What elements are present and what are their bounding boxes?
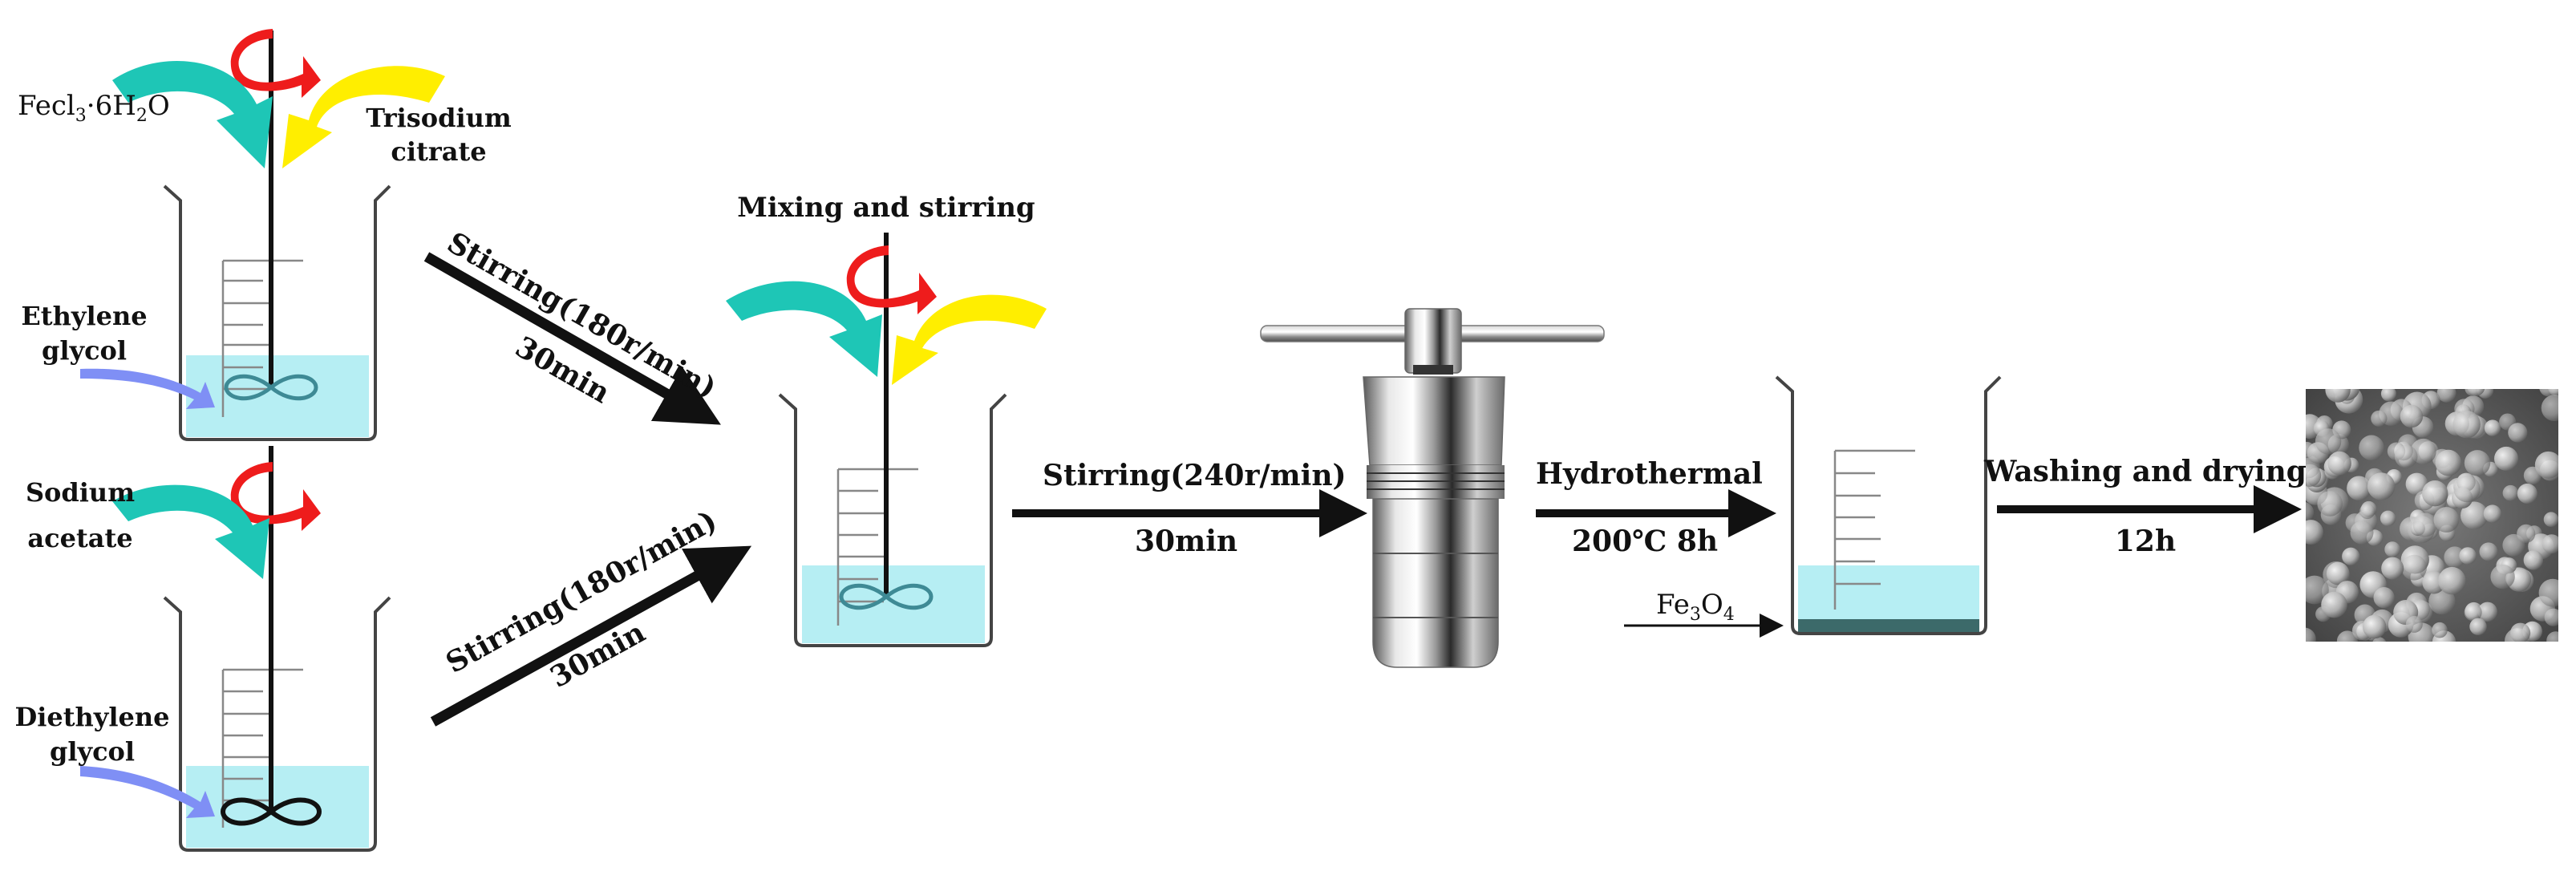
- nanoparticle: [2400, 405, 2423, 427]
- nanoparticle: [2480, 542, 2498, 561]
- label-glycol-1: glycol: [42, 335, 127, 366]
- nanoparticle: [2325, 377, 2350, 402]
- label-30min-240: 30min: [1135, 525, 1237, 558]
- nanoparticle: [2542, 534, 2562, 553]
- label-sodium: Sodium: [26, 477, 135, 508]
- nanoparticle: [2484, 504, 2501, 522]
- liquid-product: [1798, 565, 1979, 620]
- nanoparticle: [2434, 507, 2460, 533]
- nanoparticle: [2363, 615, 2386, 638]
- nanoparticle: [2371, 411, 2387, 427]
- beaker-product: [1776, 377, 2000, 634]
- label-mixing-and-stirring: Mixing and stirring: [737, 192, 1035, 224]
- nanoparticle: [2510, 623, 2530, 643]
- nanoparticle: [2359, 435, 2384, 460]
- label-12h: 12h: [2115, 525, 2176, 558]
- nanoparticle: [2524, 550, 2543, 569]
- label-acetate: acetate: [27, 523, 132, 553]
- nanoparticle: [2342, 548, 2359, 565]
- nanoparticle: [2432, 622, 2448, 638]
- label-trisodium: Trisodium: [366, 103, 512, 133]
- nanoparticle: [2293, 628, 2316, 651]
- sem-micrograph-image: [2293, 374, 2568, 654]
- nanoparticle: [2517, 484, 2538, 504]
- nanoparticle: [2395, 445, 2418, 468]
- nanoparticle: [2384, 541, 2400, 557]
- nanoparticle: [2469, 618, 2486, 635]
- nanoparticle: [2535, 452, 2562, 479]
- label-fe3o4: Fe3O4: [1656, 589, 1735, 625]
- nanoparticle: [2485, 419, 2501, 435]
- nanoparticle: [2372, 637, 2387, 651]
- liquid-ethylene-glycol: [186, 355, 369, 437]
- nanoparticle: [2293, 502, 2314, 523]
- nanoparticle: [2317, 491, 2343, 516]
- nanoparticle: [2517, 525, 2535, 543]
- nanoparticle: [2544, 512, 2559, 527]
- nanoparticle: [2299, 520, 2323, 545]
- nanoparticle: [2545, 609, 2562, 626]
- label-hydrothermal: Hydrothermal: [1536, 457, 1763, 491]
- label-fecl3: Fecl3·6H2O: [18, 90, 170, 126]
- nanoparticle: [2459, 547, 2476, 564]
- teal-reagent-arrow-icon: [112, 485, 269, 579]
- nanoparticle: [2401, 555, 2427, 581]
- nanoparticle: [2381, 386, 2396, 401]
- nanoparticle: [2508, 423, 2527, 442]
- nanoparticle: [2321, 592, 2347, 618]
- arrow-top-diagonal: [427, 257, 707, 417]
- nanoparticle: [2453, 411, 2481, 438]
- nanoparticle: [2380, 511, 2396, 526]
- nanoparticle: [2539, 579, 2567, 607]
- nanoparticle: [2503, 485, 2519, 501]
- nanoparticle: [2542, 395, 2568, 421]
- beaker-mixing: Mixing and stirring: [726, 192, 1047, 646]
- label-citrate: citrate: [391, 136, 486, 167]
- nanoparticle: [2315, 428, 2341, 454]
- label-ethylene: Ethylene: [21, 301, 147, 331]
- yellow-reagent-arrow-icon: [892, 295, 1047, 385]
- nanoparticle: [2494, 447, 2518, 471]
- label-washing-and-drying: Washing and drying: [1983, 455, 2307, 488]
- nanoparticle: [2359, 504, 2375, 519]
- nanoparticle: [2468, 379, 2485, 396]
- rotation-arrow-icon: [847, 245, 937, 314]
- label-diethylene: Diethylene: [14, 702, 169, 732]
- nanoparticle: [2381, 557, 2404, 580]
- liquid-mixture: [802, 565, 985, 643]
- nanoparticle: [2490, 565, 2514, 589]
- label-stirring-240: Stirring(240r/min): [1043, 459, 1347, 492]
- label-200c-8h: 200℃ 8h: [1572, 525, 1718, 558]
- nanoparticle: [2367, 472, 2395, 500]
- nanoparticle: [2453, 476, 2480, 502]
- label-glycol-2: glycol: [50, 736, 135, 767]
- nanoparticle: [2413, 512, 2437, 537]
- nanoparticle: [2406, 616, 2423, 633]
- nanoparticle: [2436, 450, 2462, 476]
- nanoparticle: [2327, 452, 2351, 476]
- fe3o4-sediment: [1798, 619, 1979, 632]
- nanoparticle: [2438, 567, 2465, 594]
- nanoparticle: [2548, 380, 2564, 396]
- nanoparticle: [2374, 587, 2395, 608]
- nanoparticle: [2351, 521, 2374, 545]
- nanoparticle: [2546, 631, 2565, 650]
- nanoparticle: [2422, 480, 2448, 506]
- nanoparticle: [2465, 450, 2490, 476]
